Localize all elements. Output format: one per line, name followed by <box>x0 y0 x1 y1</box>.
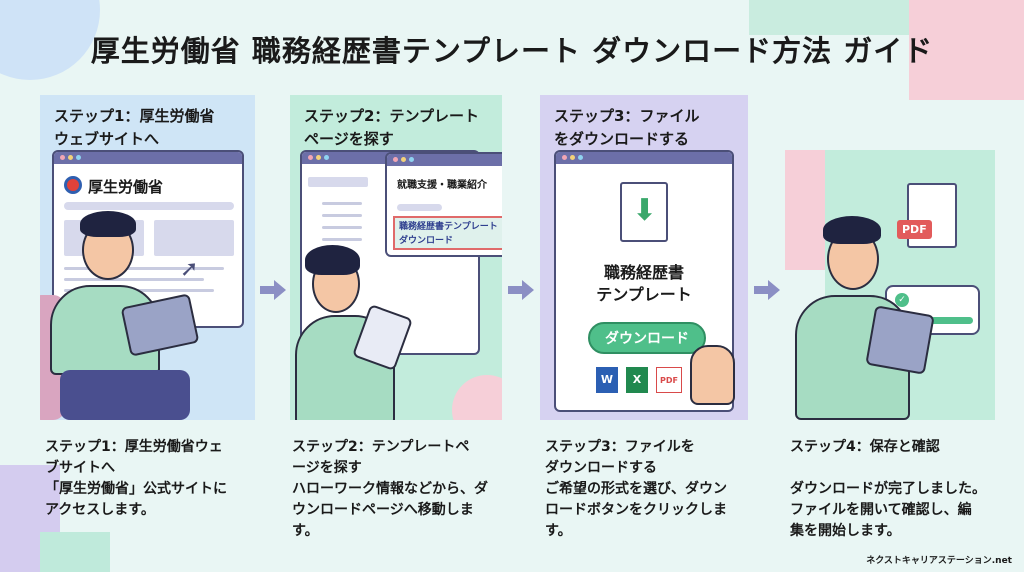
pdf-icon[interactable]: PDF <box>656 367 682 393</box>
arrow-right-icon <box>508 280 534 300</box>
popup-heading: 就職支援・職業紹介 <box>397 180 487 191</box>
site-footer: ネクストキャリアステーション.net <box>866 556 1012 566</box>
panel-step-4: PDF ✓ <box>785 95 995 420</box>
step-3-description: ステップ3：ファイルをダウンロードするご希望の形式を選び、ダウンロードボタンをク… <box>545 439 727 539</box>
check-icon: ✓ <box>895 293 909 307</box>
word-icon[interactable]: W <box>596 367 618 393</box>
cursor-icon: ➚ <box>180 257 199 282</box>
decor-shape <box>40 532 110 572</box>
browser-window: ⬇ 職務経歴書テンプレート ダウンロード W X PDF <box>554 150 734 412</box>
person-illustration <box>290 245 430 420</box>
person-illustration <box>50 205 230 420</box>
panel-step-3: ステップ3：ファイルをダウンロードする ⬇ 職務経歴書テンプレート ダウンロード… <box>540 95 748 420</box>
site-name: 厚生労働省 <box>88 178 164 196</box>
progress-bar <box>895 317 973 324</box>
step-2-description: ステップ2：テンプレートページを探すハローワーク情報などから、ダウンロードページ… <box>292 439 488 539</box>
excel-icon[interactable]: X <box>626 367 648 393</box>
person-illustration <box>795 210 955 420</box>
download-button[interactable]: ダウンロード <box>588 322 706 354</box>
document-icon <box>907 183 957 248</box>
document-name: 職務経歴書テンプレート <box>596 263 692 304</box>
template-download-link[interactable]: 職務経歴書テンプレートダウンロード <box>393 216 502 250</box>
step-4-description: ステップ4：保存と確認ダウンロードが完了しました。ファイルを開いて確認し、編集を… <box>790 439 986 539</box>
search-bar[interactable] <box>64 202 234 210</box>
panel-step-2: ステップ2：テンプレートページを探す 就職支援・職業紹介 職務経歴書テンプレート… <box>290 95 502 420</box>
logo-icon <box>64 176 82 194</box>
panel-step-1: ステップ1：厚生労働省ウェブサイトへ 厚生労働省 ➚ <box>40 95 255 420</box>
arrow-right-icon <box>260 280 286 300</box>
arrow-right-icon <box>754 280 780 300</box>
panel-title: ステップ1：厚生労働省ウェブサイトへ <box>54 107 215 148</box>
step-1-description: ステップ1：厚生労働省ウェブサイトへ「厚生労働省」公式サイトにアクセスします。 <box>45 439 227 518</box>
page-title: 厚生労働省 職務経歴書テンプレート ダウンロード方法 ガイド <box>90 34 934 68</box>
decor-square <box>909 0 1024 100</box>
file-download-icon: ⬇ <box>620 182 668 242</box>
pdf-badge: PDF <box>897 220 932 239</box>
popup-window: 就職支援・職業紹介 職務経歴書テンプレートダウンロード <box>385 152 502 257</box>
panel-title: ステップ2：テンプレートページを探す <box>304 107 479 148</box>
panel-title: ステップ3：ファイルをダウンロードする <box>554 107 700 148</box>
decor-square <box>749 0 909 35</box>
hand-pointer-icon <box>690 345 735 405</box>
